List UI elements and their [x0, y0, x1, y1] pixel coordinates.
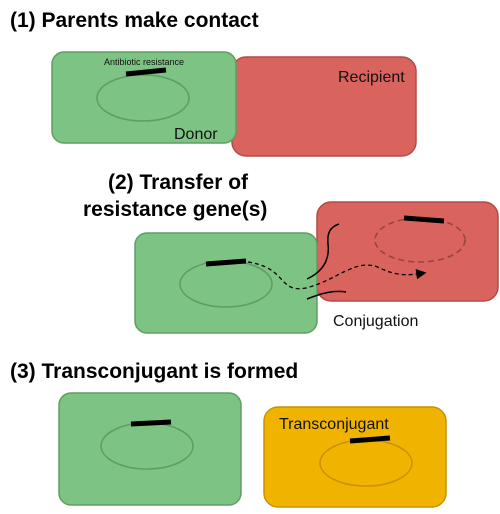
step2-title-line2: resistance gene(s) — [83, 198, 267, 221]
transfer-arrow-icon — [233, 260, 427, 290]
transconjugant-gene-icon — [349, 435, 391, 444]
step2-title-line1: (2) Transfer of — [108, 171, 249, 194]
transconjugant-cell — [263, 406, 447, 508]
recipient-label: Recipient — [338, 69, 405, 86]
step1-title: (1) Parents make contact — [10, 9, 259, 32]
transconjugant-label: Transconjugant — [279, 416, 389, 433]
step3-title: (3) Transconjugant is formed — [10, 360, 298, 383]
conjugation-label: Conjugation — [333, 313, 418, 330]
donor-gene-transfer-icon — [205, 258, 247, 267]
pilus-upper-icon — [306, 223, 340, 280]
donor-cell — [51, 51, 237, 144]
donor-label: Donor — [174, 126, 218, 143]
donor-gene-after-icon — [130, 419, 172, 427]
pilus-lower-icon — [306, 290, 347, 300]
incoming-gene-icon — [403, 215, 445, 224]
antibiotic-resistance-label: Antibiotic resistance — [104, 57, 184, 67]
donor-cell-after — [58, 392, 242, 506]
donor-plasmid-icon — [96, 74, 190, 122]
donor-cell-transfer — [134, 232, 318, 334]
resistance-gene-icon — [125, 67, 167, 77]
